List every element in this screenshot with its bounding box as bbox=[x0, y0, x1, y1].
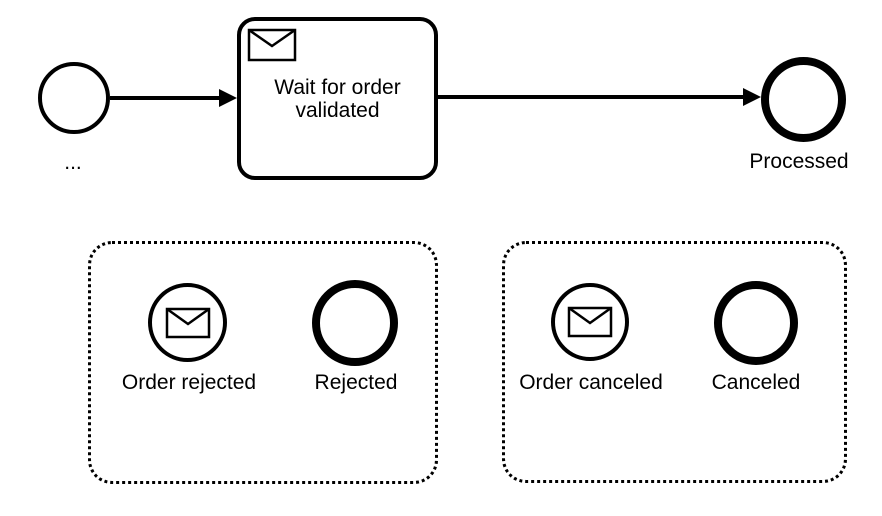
end-event-rejected bbox=[312, 280, 398, 366]
end-event-processed-label: Processed bbox=[749, 150, 849, 173]
event-subprocess-canceled bbox=[502, 241, 847, 483]
start-event-label: ... bbox=[64, 151, 82, 174]
sequence-flow-task-to-processed bbox=[437, 88, 761, 106]
message-envelope-icon bbox=[567, 306, 613, 338]
end-event-processed bbox=[761, 57, 846, 142]
receive-task: Wait for order validated bbox=[237, 17, 438, 180]
start-event bbox=[38, 62, 110, 134]
message-envelope-icon bbox=[247, 28, 297, 62]
message-start-event-rejected-label: Order rejected bbox=[121, 371, 257, 394]
end-event-canceled bbox=[714, 281, 798, 365]
event-subprocess-rejected bbox=[88, 241, 438, 484]
end-event-canceled-label: Canceled bbox=[711, 371, 801, 394]
message-start-event-canceled bbox=[551, 283, 629, 361]
message-envelope-icon bbox=[165, 307, 211, 339]
message-start-event-canceled-label: Order canceled bbox=[519, 371, 663, 394]
end-event-rejected-label: Rejected bbox=[314, 371, 398, 394]
message-start-event-rejected bbox=[148, 283, 227, 362]
sequence-flow-start-to-task bbox=[110, 89, 237, 107]
receive-task-label: Wait for order validated bbox=[274, 75, 401, 122]
